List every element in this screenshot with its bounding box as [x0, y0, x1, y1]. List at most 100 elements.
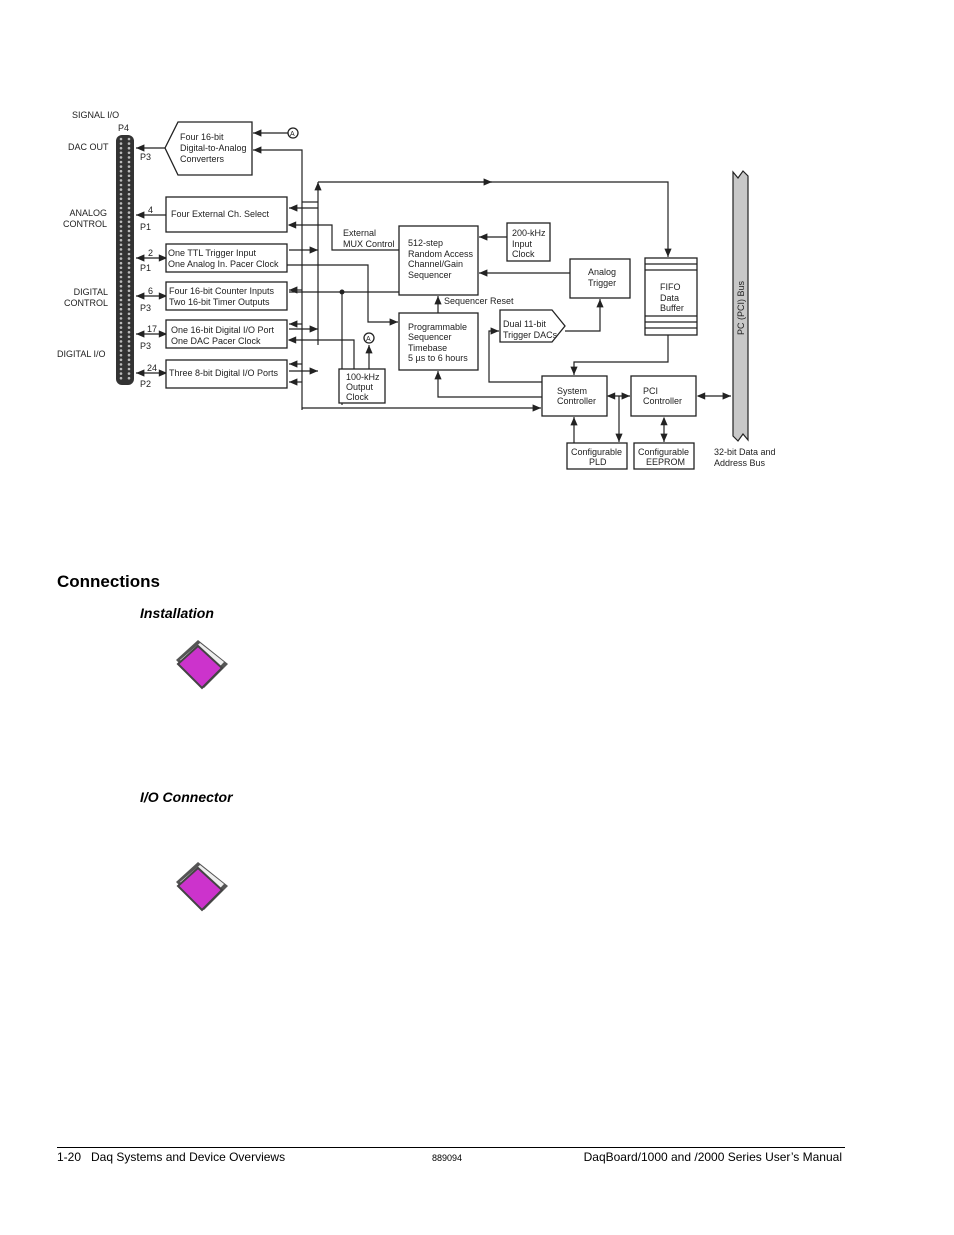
connector-pin [127, 146, 131, 150]
output-clock-text: Output [346, 382, 374, 392]
dac-text: Four 16-bit [180, 132, 224, 142]
connector-pin [127, 238, 131, 242]
connector-pin [127, 261, 131, 265]
line-count: 2 [148, 248, 153, 258]
connector-pin [127, 192, 131, 196]
marker-a [363, 332, 375, 344]
connector-pin [119, 358, 123, 362]
input-clock-text: Clock [512, 249, 535, 259]
connector-pin [119, 165, 123, 168]
system-controller-text: Controller [557, 396, 596, 406]
book-reference-icon[interactable] [172, 638, 232, 693]
timebase-block [398, 312, 479, 371]
connector-pin [119, 248, 123, 251]
sequencer-reset-label: Sequencer Reset [444, 296, 514, 306]
pci-bus [732, 170, 749, 442]
connector-pin [119, 169, 123, 173]
connector-pin [119, 229, 123, 233]
connector-pin [127, 284, 131, 288]
trigger-dacs-text: Dual 11-bit [503, 319, 546, 329]
footer-rule [57, 1147, 845, 1148]
output-clock-block [338, 368, 386, 404]
eeprom-text: EEPROM [646, 457, 685, 467]
connector-pin [127, 156, 131, 159]
port-label: P3 [140, 341, 151, 351]
connector-pin [127, 197, 131, 201]
input-clock-text: 200-kHz [512, 228, 546, 238]
book-reference-icon[interactable] [172, 860, 232, 915]
connector-pin [127, 376, 131, 380]
connector-pin [127, 169, 131, 173]
pld-text: Configurable [571, 447, 622, 457]
connector-pin [119, 202, 123, 205]
connector-pin [127, 243, 131, 247]
timebase-text: Timebase [408, 343, 447, 353]
connector-pin [119, 192, 123, 196]
footer-right: DaqBoard/1000 and /2000 Series User’s Ma… [583, 1150, 842, 1164]
connector-pin [119, 261, 123, 265]
ttl-text: One TTL Trigger Input [168, 248, 257, 258]
io-connector [116, 135, 134, 385]
timebase-text: 5 µs to 6 hours [408, 353, 468, 363]
eeprom-block [633, 442, 695, 470]
port-label: P3 [140, 303, 151, 313]
connector-pin [119, 234, 123, 237]
connector-pin [119, 340, 123, 343]
connector-pin [127, 340, 131, 343]
connector-pin [119, 271, 123, 274]
connector-pin [127, 183, 131, 187]
subsection-installation: Installation [140, 605, 214, 621]
connector-pin [127, 137, 131, 141]
pci-controller-block [630, 375, 697, 417]
p4-label: P4 [118, 123, 129, 133]
connector-pin [127, 215, 131, 219]
eeprom-text: Configurable [638, 447, 689, 457]
pci-bus-label: PC (PCI) Bus [736, 280, 746, 335]
marker-a-label: A [366, 336, 371, 343]
connector-pin [119, 160, 123, 164]
connector-pin [119, 137, 123, 141]
digital-io-8bit-block [165, 359, 288, 389]
system-controller-text: System [557, 386, 587, 396]
analog-trigger-text: Trigger [588, 278, 616, 288]
port-label: P1 [140, 222, 151, 232]
trigger-dacs-block [499, 309, 566, 343]
sequencer-text: 512-step [408, 238, 443, 248]
connector-pin [119, 211, 123, 214]
connector-pin [119, 372, 123, 375]
digital-control-label: DIGITAL [74, 287, 108, 297]
connector-pin [127, 367, 131, 371]
signal-io-label: SIGNAL I/O [72, 110, 119, 120]
connector-pin [127, 317, 131, 320]
dio8-text: Three 8-bit Digital I/O Ports [169, 368, 279, 378]
analog-trigger-text: Analog [588, 267, 616, 277]
footer-doc-number: 889094 [432, 1153, 463, 1163]
port-label: P1 [140, 263, 151, 273]
analog-control-label: CONTROL [63, 219, 107, 229]
connector-pin [127, 349, 131, 352]
connector-pin [119, 294, 123, 297]
pld-text: PLD [589, 457, 607, 467]
dac-text: Converters [180, 154, 225, 164]
connector-pin [119, 376, 123, 380]
connector-pin [127, 358, 131, 362]
analog-trigger-block [569, 258, 631, 299]
connector-pin [127, 344, 131, 348]
pci-controller-text: PCI [643, 386, 658, 396]
connector-pin [127, 307, 131, 311]
counter-text: Four 16-bit Counter Inputs [169, 286, 275, 296]
line-count: 4 [148, 205, 153, 215]
connector-pin [119, 307, 123, 311]
section-title: Connections [57, 572, 160, 591]
dac-block [164, 121, 253, 176]
pci-controller-text: Controller [643, 396, 682, 406]
digital-control-label: CONTROL [64, 298, 108, 308]
connector-pin [127, 188, 131, 191]
dac-out-label: DAC OUT [68, 142, 109, 152]
pld-block [566, 442, 628, 470]
connector-pin [127, 372, 131, 375]
digital-io-port-block [165, 319, 288, 349]
connector-pin [119, 335, 123, 339]
input-clock-text: Input [512, 239, 533, 249]
connector-pin [119, 289, 123, 293]
